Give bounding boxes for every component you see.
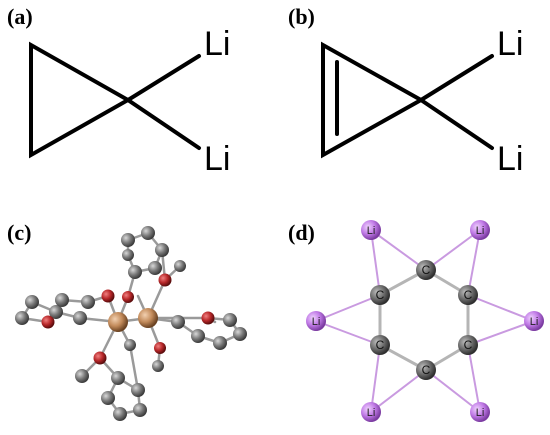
carbon-atom-1: C — [416, 260, 436, 280]
c-li-bond-upper — [126, 54, 201, 102]
carbon-atom — [223, 313, 237, 327]
panel-label-b: (b) — [288, 4, 315, 29]
panel-d-c-bonds — [378, 268, 470, 372]
panel-label-c: (c) — [7, 220, 32, 245]
carbon-atom — [15, 311, 29, 325]
panel-d-li-bonds — [315, 229, 535, 413]
carbon-atom — [75, 369, 89, 383]
carbon-label: C — [464, 338, 473, 352]
carbon-atom — [55, 293, 69, 307]
carbon-atom-4: C — [416, 360, 436, 380]
lithium-label: Li — [367, 407, 376, 419]
carbon-atom — [25, 295, 39, 309]
carbon-atom — [49, 305, 63, 319]
carbon-atom — [113, 407, 127, 421]
li-label-b-upper: Li — [497, 25, 523, 63]
oxygen-atom — [101, 289, 115, 303]
li-label-b-lower: Li — [497, 140, 523, 178]
carbon-label: C — [376, 288, 385, 302]
carbon-atom — [171, 315, 185, 329]
carbon-label: C — [422, 263, 431, 277]
carbon-atom — [191, 329, 205, 343]
oxygen-atom — [154, 342, 166, 354]
carbon-atom — [73, 311, 87, 325]
panel-label-a: (a) — [7, 4, 33, 29]
li-label-a-upper: Li — [204, 25, 230, 63]
oxygen-atom — [122, 291, 134, 303]
carbon-atom — [152, 360, 164, 372]
c-li-bond-upper-b — [419, 54, 494, 102]
metal-atom — [138, 308, 158, 328]
panel-c-atoms — [15, 226, 247, 421]
carbon-atom — [148, 261, 162, 275]
c-li-bond-lower — [126, 98, 201, 150]
metal-atom — [108, 312, 128, 332]
lithium-label: Li — [476, 407, 485, 419]
panel-label-d: (d) — [288, 220, 315, 245]
carbon-atom — [81, 295, 95, 309]
lithium-atom-3: Li — [306, 311, 326, 331]
carbon-label: C — [376, 338, 385, 352]
lithium-atom-6: Li — [470, 402, 490, 422]
cyclopropane-ring — [29, 41, 133, 159]
carbon-atom-6: C — [370, 285, 390, 305]
lithium-atom-4: Li — [524, 311, 544, 331]
carbon-atom — [121, 233, 135, 247]
lithium-atom-2: Li — [470, 220, 490, 240]
lithium-label: Li — [476, 225, 485, 237]
carbon-atom-5: C — [370, 335, 390, 355]
carbon-atom — [124, 339, 136, 351]
oxygen-atom — [158, 273, 172, 287]
carbon-atom — [133, 403, 147, 417]
oxygen-atom — [41, 315, 55, 329]
carbon-label: C — [464, 288, 473, 302]
carbon-atom — [122, 249, 134, 261]
carbon-atom — [233, 327, 247, 341]
panel-c-molecule — [15, 226, 247, 421]
carbon-atom — [131, 383, 145, 397]
carbon-atom-3: C — [458, 335, 478, 355]
panel-b-structure — [321, 41, 494, 159]
carbon-atom-2: C — [458, 285, 478, 305]
c-li-bond-lower-b — [419, 98, 494, 150]
carbon-atom — [155, 243, 169, 257]
panel-d-molecule: C C C C C C Li Li — [306, 220, 544, 422]
carbon-atom — [174, 260, 186, 272]
lithium-atom-5: Li — [361, 402, 381, 422]
lithium-label: Li — [530, 316, 539, 328]
lithium-atom-1: Li — [361, 220, 381, 240]
carbon-atom — [111, 371, 125, 385]
lithium-label: Li — [367, 225, 376, 237]
cyclopropene-ring — [321, 41, 426, 159]
carbon-atom — [101, 391, 115, 405]
oxygen-atom — [93, 351, 107, 365]
li-label-a-lower: Li — [204, 140, 230, 178]
carbon-atom — [213, 336, 227, 350]
oxygen-atom — [201, 311, 215, 325]
lithium-label: Li — [312, 316, 321, 328]
carbon-atom — [141, 226, 155, 240]
carbon-label: C — [422, 363, 431, 377]
carbon-atom — [128, 265, 142, 279]
panel-a-structure — [29, 41, 201, 159]
